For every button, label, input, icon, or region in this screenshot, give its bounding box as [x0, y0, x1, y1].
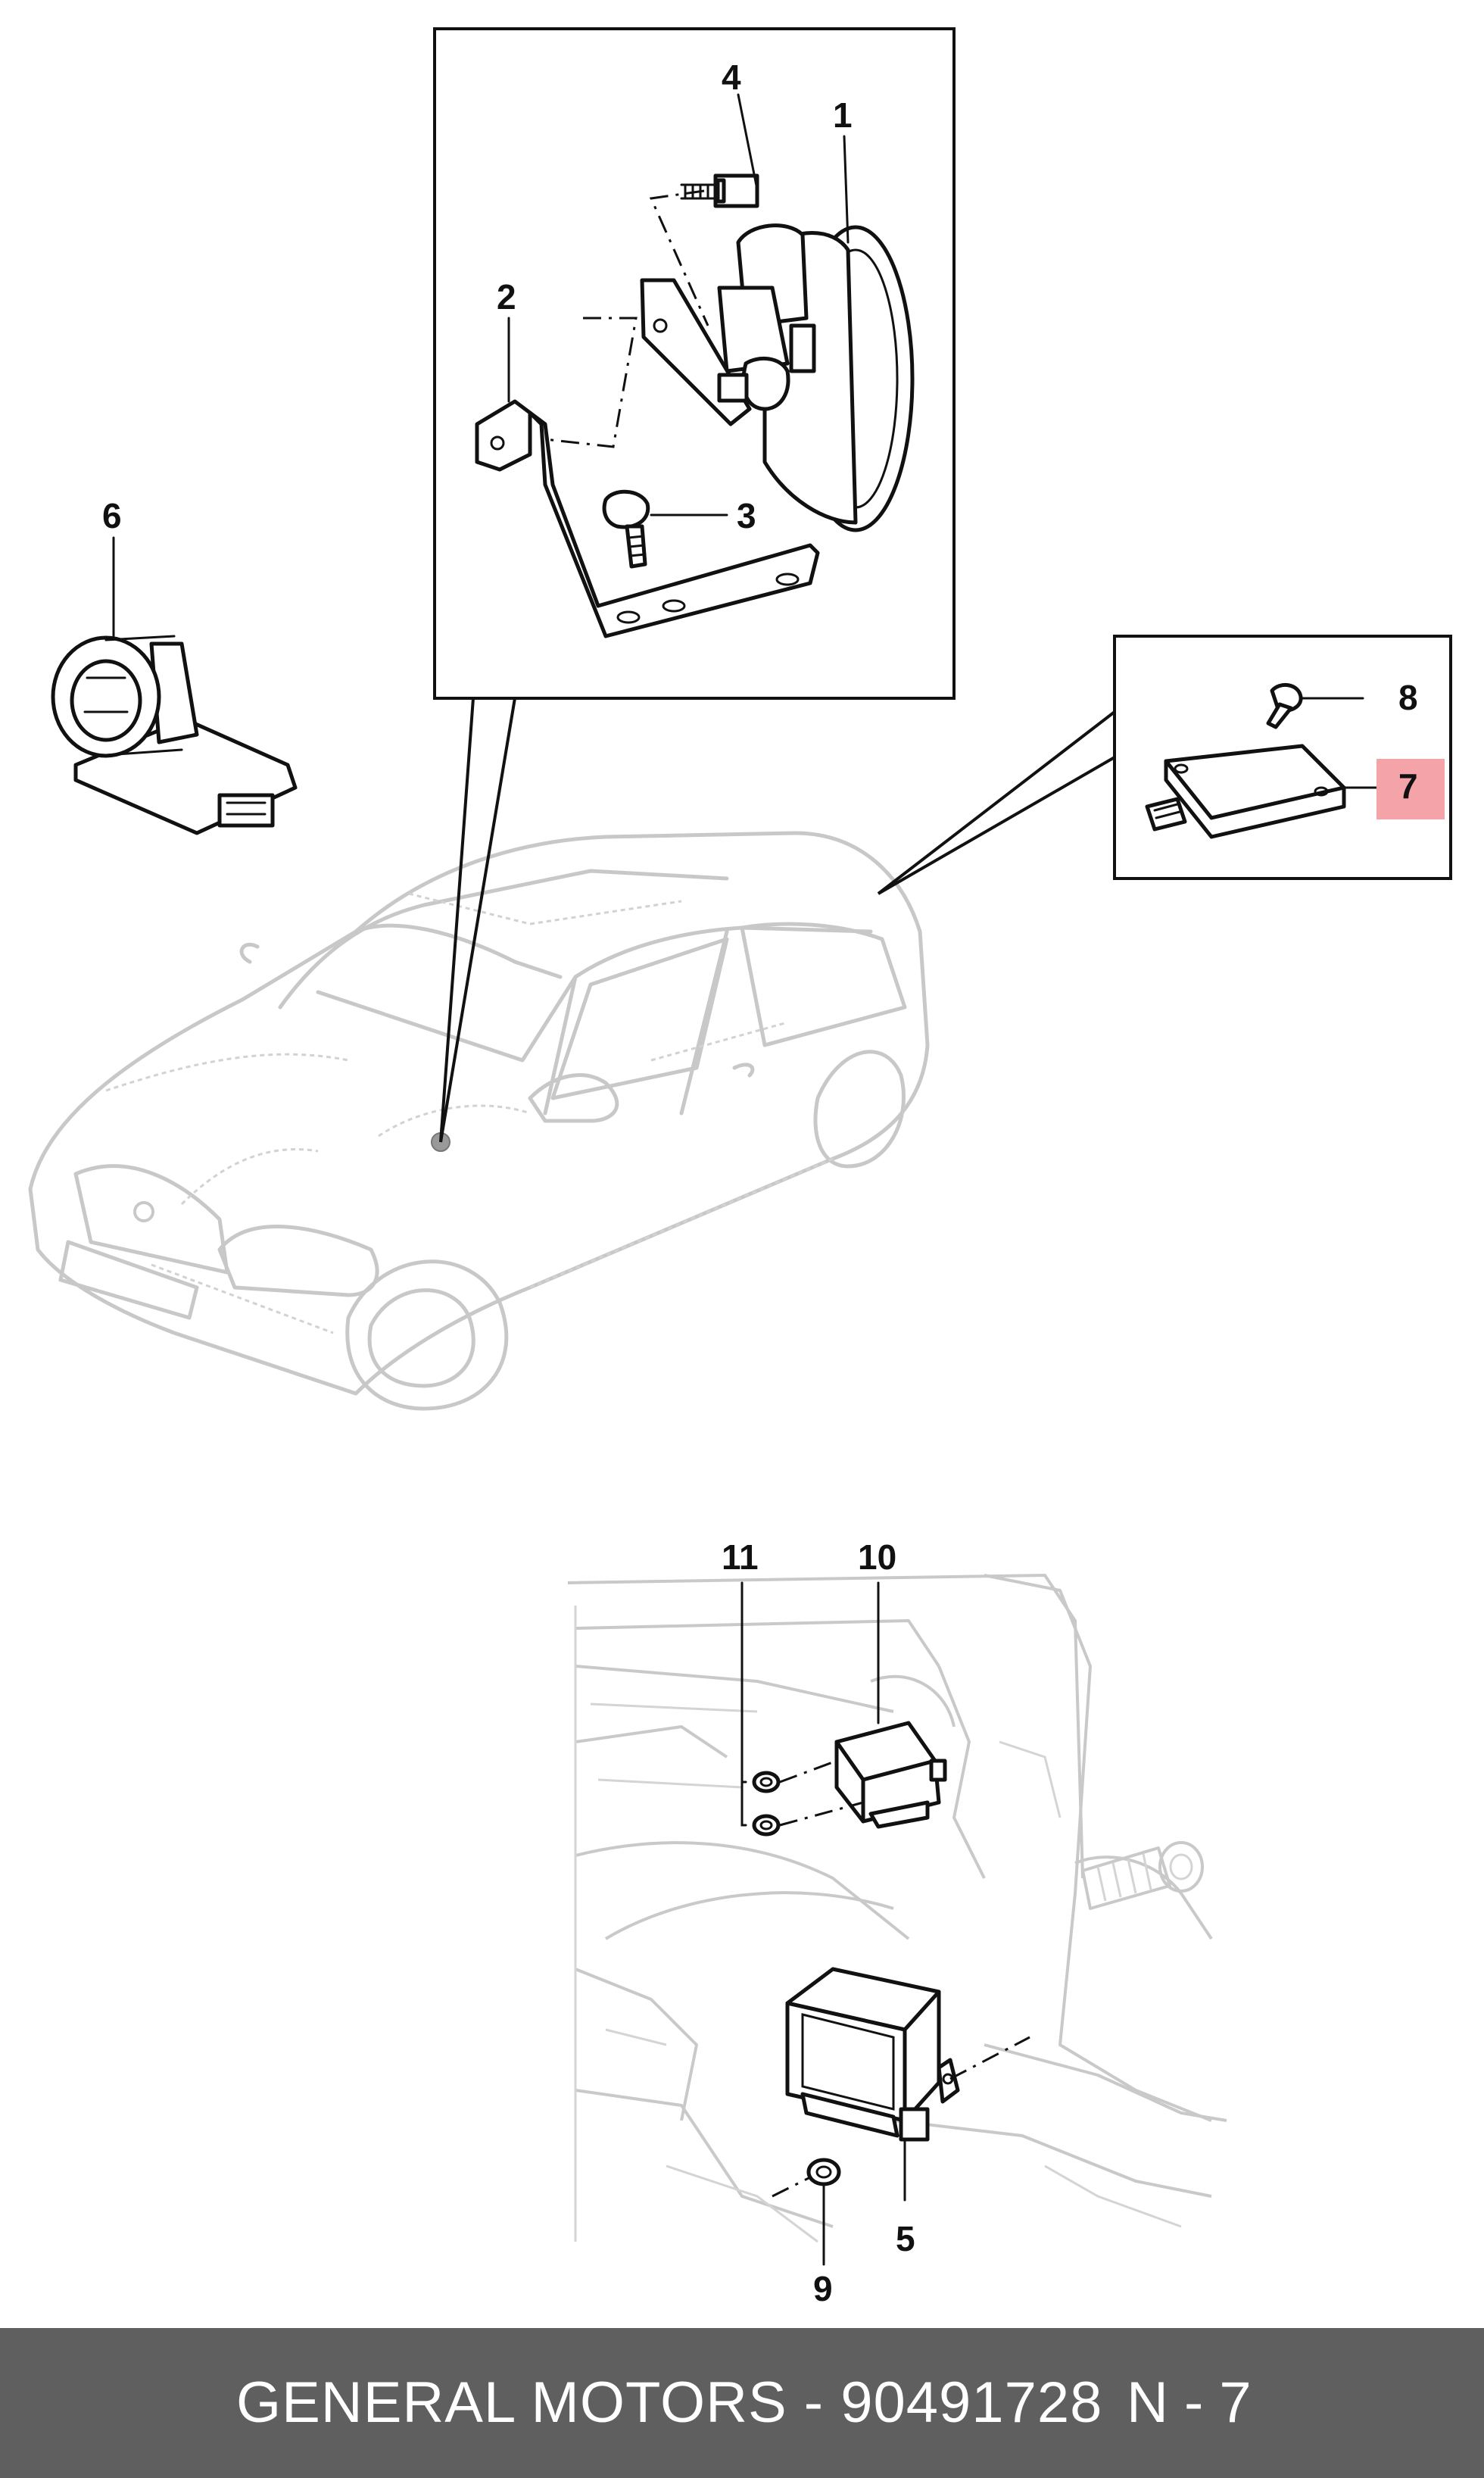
callout-7-highlight	[1376, 759, 1445, 819]
callout-1: 1	[833, 95, 853, 135]
callout-4: 4	[722, 58, 741, 97]
control-unit-part-5	[785, 1967, 960, 2142]
bracket-part-2	[475, 399, 820, 638]
horn-part	[717, 223, 915, 532]
control-unit-part-7	[1145, 744, 1346, 839]
control-unit-inset: 8 7	[877, 635, 1452, 895]
horn-nut	[717, 373, 749, 403]
callout-7: 7	[1398, 766, 1418, 806]
callout-8: 8	[1398, 678, 1418, 717]
nuts-part-11	[752, 1771, 781, 1837]
horn-inset: 4 1 2 3	[433, 27, 956, 1143]
horn-leader-left	[439, 698, 475, 1143]
control-unit-leader-top	[877, 710, 1116, 895]
callout-3: 3	[737, 496, 756, 535]
part-number-label: GENERAL MOTORS - 90491728	[236, 2370, 1103, 2435]
callout-6: 6	[102, 496, 122, 535]
callout-5: 5	[896, 2219, 915, 2258]
footer-bar: GENERAL MOTORS - 90491728 N - 7	[0, 2328, 1484, 2478]
page-reference-label: N - 7	[1127, 2370, 1252, 2435]
callout-10: 10	[858, 1537, 896, 1577]
bolt-4-guide	[649, 189, 709, 326]
interior-body-view: 10 11 5	[567, 1537, 1227, 2308]
parts-diagram: 4 1 2 3 6 8	[28, 27, 1452, 2308]
nut-part-9	[806, 2158, 841, 2186]
bracket-guide	[544, 317, 638, 448]
control-unit-leader-bottom	[878, 756, 1115, 895]
module-part-10	[834, 1721, 947, 1829]
screw-part-3	[602, 489, 650, 569]
screw-part-8	[1266, 683, 1303, 729]
horn-inset-frame	[433, 27, 956, 700]
reader-ring-part-6: 6	[51, 496, 298, 835]
bolt-part-4	[680, 173, 759, 208]
car-illustration	[28, 831, 930, 1411]
callout-2: 2	[497, 277, 516, 317]
horn-leader-right	[439, 698, 516, 1143]
callout-9: 9	[813, 2269, 833, 2308]
callout-11: 11	[722, 1537, 759, 1577]
